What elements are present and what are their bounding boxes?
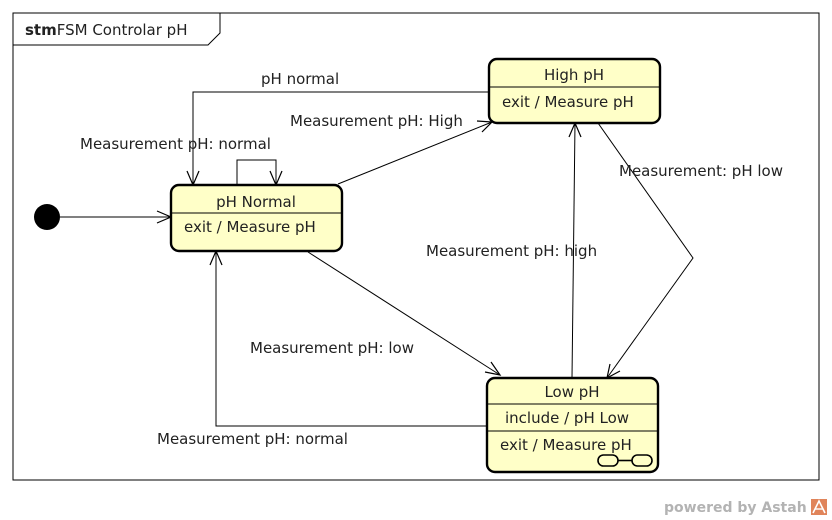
state-ph-normal-exit: exit / Measure pH — [184, 218, 316, 236]
astah-logo-icon — [811, 499, 827, 515]
label-high-to-normal: pH normal — [261, 70, 339, 88]
label-high-to-low: Measurement: pH low — [619, 162, 783, 180]
frame-title-group: stmFSM Controlar pH — [25, 21, 187, 39]
footer: powered by Astah — [664, 499, 827, 516]
footer-brand: powered by Astah — [664, 500, 807, 516]
diagram-frame: stmFSM Controlar pH — [12, 12, 820, 481]
state-ph-normal-name: pH Normal — [216, 193, 296, 211]
initial-node-icon — [34, 204, 60, 230]
label-normal-to-low: Measurement pH: low — [250, 339, 414, 357]
submachine-link-icon — [597, 454, 653, 467]
transition-normal-to-low[interactable] — [307, 251, 502, 376]
state-high-ph[interactable]: High pH exit / Measure pH — [487, 57, 662, 125]
frame-tab — [13, 13, 221, 46]
transition-initial-to-normal[interactable] — [60, 210, 173, 224]
label-normal-self: Measurement pH: normal — [80, 135, 271, 153]
state-low-ph-exit: exit / Measure pH — [500, 436, 632, 454]
label-low-to-normal: Measurement pH: normal — [157, 430, 348, 448]
state-high-ph-name: High pH — [544, 66, 604, 84]
state-ph-normal[interactable]: pH Normal exit / Measure pH — [169, 183, 344, 253]
state-high-ph-exit: exit / Measure pH — [502, 93, 634, 111]
frame-kind: stm — [25, 21, 57, 39]
label-low-to-high: Measurement pH: high — [426, 242, 597, 260]
frame-border — [12, 12, 820, 481]
state-low-ph-include: include / pH Low — [505, 409, 629, 427]
state-low-ph[interactable]: Low pH include / pH Low exit / Measure p… — [485, 376, 660, 474]
state-low-ph-name: Low pH — [544, 383, 599, 401]
transition-labels: pH normal Measurement pH: normal Measure… — [80, 70, 783, 448]
initial-state[interactable] — [34, 204, 60, 230]
transition-normal-self[interactable] — [236, 159, 283, 187]
transition-normal-to-high[interactable] — [337, 120, 494, 185]
label-normal-to-high: Measurement pH: High — [290, 112, 463, 130]
frame-title: FSM Controlar pH — [57, 21, 188, 39]
